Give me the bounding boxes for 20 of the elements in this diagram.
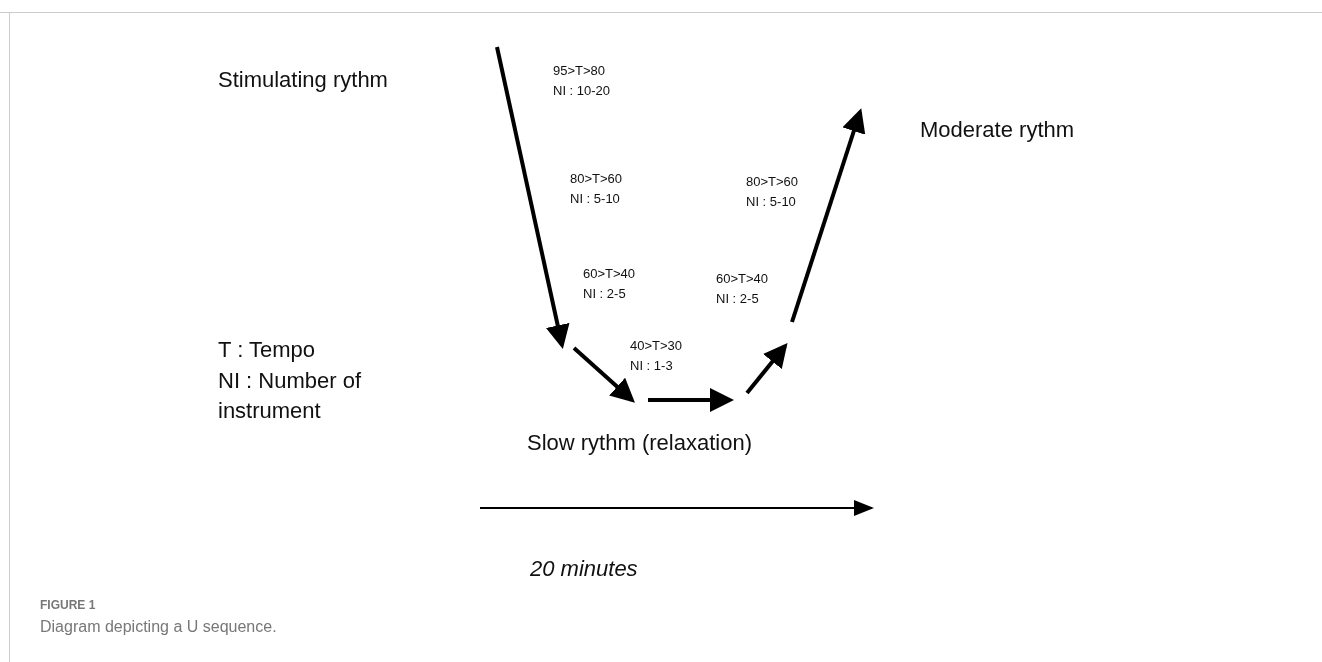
- parameter-label: 40>T>30: [630, 337, 683, 354]
- parameter-label: NI : 10-20: [553, 82, 611, 99]
- duration-label: 20 minutes: [530, 555, 638, 583]
- stage-label: Slow rythm (relaxation): [527, 429, 752, 457]
- parameter-label: NI : 1-3: [630, 357, 673, 374]
- parameter-label: 95>T>80: [553, 62, 606, 79]
- parameter-label: 80>T>60: [570, 170, 623, 187]
- figure-number: FIGURE 1: [40, 597, 96, 613]
- parameter-label: 60>T>40: [716, 270, 769, 287]
- parameter-label: NI : 5-10: [746, 193, 796, 210]
- legend-note: NI : Number of instrument: [218, 367, 363, 425]
- caption: Diagram depicting a U sequence.: [40, 617, 277, 637]
- parameter-label: NI : 2-5: [583, 285, 626, 302]
- stage-label: T : Tempo: [218, 336, 315, 364]
- stage-label: Moderate rythm: [920, 116, 1075, 144]
- parameter-label: NI : 5-10: [570, 190, 620, 207]
- parameter-label: 80>T>60: [746, 173, 799, 190]
- parameter-label: 60>T>40: [583, 265, 636, 282]
- parameter-label: NI : 2-5: [716, 290, 759, 307]
- stage-label: Stimulating rythm: [218, 66, 388, 94]
